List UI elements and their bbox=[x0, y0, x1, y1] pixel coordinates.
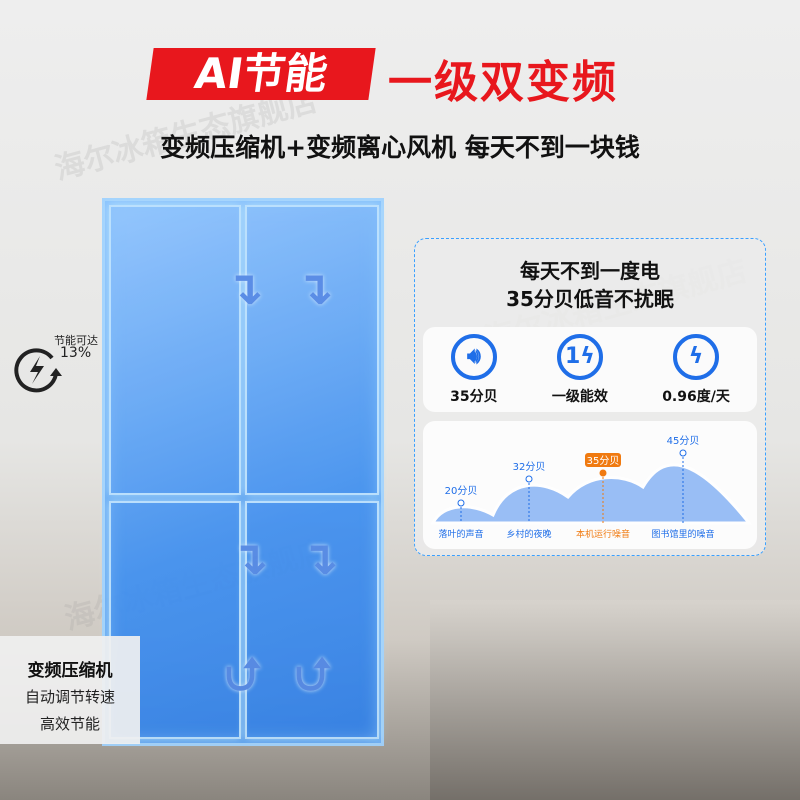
fridge-door-top-left bbox=[109, 205, 241, 495]
feature-label: 一级能效 bbox=[551, 388, 608, 405]
noise-value-label: 20分贝 bbox=[445, 485, 478, 497]
noise-value-label: 32分贝 bbox=[513, 461, 546, 473]
feature-noise: 🔊︎ 35分贝 bbox=[450, 333, 498, 406]
panel-title-line2: 35分贝低音不扰眠 bbox=[506, 287, 674, 311]
noise-highlight-badge bbox=[585, 453, 621, 467]
noise-point bbox=[679, 449, 687, 457]
panel-title: 每天不到一度电 35分贝低音不扰眠 bbox=[415, 257, 765, 313]
compressor-info: 变频压缩机 自动调节转速 高效节能 bbox=[0, 636, 140, 744]
noise-category-label: 图书馆里的噪音 bbox=[651, 528, 714, 540]
energy-cycle-icon bbox=[14, 348, 62, 393]
ai-saving-tag: AI节能 bbox=[146, 48, 376, 100]
noise-category-label: 落叶的声音 bbox=[438, 528, 483, 540]
feature-consumption: ϟ 0.96度/天 bbox=[662, 333, 730, 406]
fridge-door-top-right bbox=[245, 205, 379, 495]
airflow-arrow-icon: ⮍ bbox=[225, 647, 262, 701]
airflow-arrow-icon: ⮍ bbox=[295, 647, 332, 701]
noise-value-label: 35分贝 bbox=[587, 455, 620, 467]
noise-value-label: 45分贝 bbox=[667, 435, 700, 447]
energy-level-1-icon: 1ϟ bbox=[556, 333, 603, 380]
airflow-arrow-icon: ↴ bbox=[230, 531, 269, 585]
compressor-line2: 高效节能 bbox=[39, 715, 100, 733]
compressor-line1: 自动调节转速 bbox=[24, 688, 115, 706]
tag-text: AI节能 bbox=[191, 49, 331, 98]
dining-table-background bbox=[430, 600, 800, 800]
noise-area bbox=[430, 463, 753, 525]
noise-point bbox=[457, 499, 465, 507]
noise-point bbox=[525, 475, 533, 483]
compressor-title: 变频压缩机 bbox=[27, 661, 113, 681]
saving-value: 13% bbox=[60, 345, 92, 361]
fridge-illustration: ↴ ↴ ↴ ↴ ⮍ ⮍ bbox=[102, 198, 384, 746]
fridge-door-bottom-right bbox=[245, 501, 379, 739]
airflow-arrow-icon: ↴ bbox=[300, 531, 339, 585]
noise-chart: 20分贝落叶的声音 32分贝乡村的夜晚 35分贝本机运行噪音 45分贝图书馆里的噪音 bbox=[423, 421, 757, 549]
energy-saving-badge: 节能可达 13% bbox=[12, 330, 102, 400]
subtitle: 变频压缩机+变频离心风机 每天不到一块钱 bbox=[160, 133, 640, 162]
airflow-arrow-icon: ↴ bbox=[295, 261, 334, 315]
noise-category-label: 乡村的夜晚 bbox=[506, 528, 551, 540]
noise-category-label: 本机运行噪音 bbox=[576, 528, 630, 540]
feature-efficiency: 1ϟ 一级能效 bbox=[551, 333, 608, 406]
airflow-arrow-icon: ↴ bbox=[225, 261, 264, 315]
info-panel: 每天不到一度电 35分贝低音不扰眠 🔊︎ 35分贝 1ϟ 一级能效 ϟ 0.96度/天… bbox=[414, 238, 766, 556]
feature-label: 35分贝 bbox=[450, 388, 498, 405]
saving-label: 节能可达 bbox=[54, 334, 98, 347]
speaker-icon: 🔊︎ bbox=[450, 333, 497, 380]
fridge-door-bottom-left bbox=[109, 501, 241, 739]
headline: 一级双变频 bbox=[388, 57, 618, 108]
lightning-icon: ϟ bbox=[673, 333, 720, 380]
panel-title-line1: 每天不到一度电 bbox=[520, 259, 660, 283]
noise-point bbox=[599, 469, 607, 477]
feature-row: 🔊︎ 35分贝 1ϟ 一级能效 ϟ 0.96度/天 bbox=[423, 327, 757, 412]
feature-label: 0.96度/天 bbox=[662, 388, 730, 405]
